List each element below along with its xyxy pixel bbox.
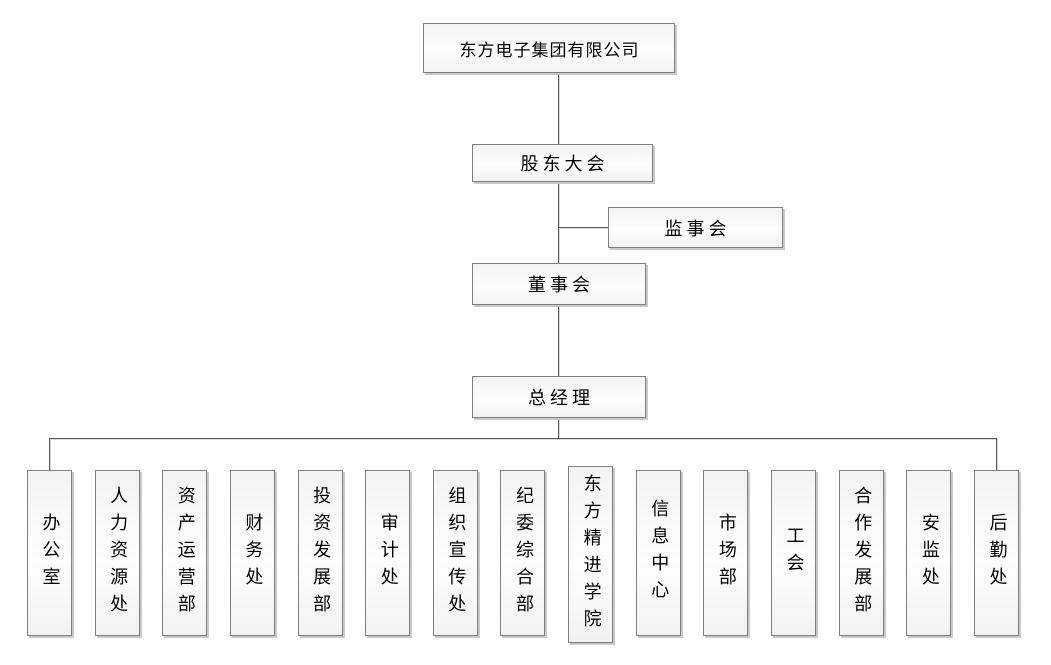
node-department-logistics: 后勤处: [973, 470, 1019, 636]
node-company: 东方电子集团有限公司: [423, 23, 675, 73]
department-label: 纪委综合部: [512, 485, 534, 621]
department-label: 办公室: [39, 512, 61, 594]
department-label: 信息中心: [648, 499, 670, 607]
node-department-information-center: 信息中心: [635, 470, 681, 636]
node-department-office: 办公室: [27, 470, 72, 636]
node-board-of-directors-label: 董事会: [528, 275, 594, 296]
node-department-safety-supervision: 安监处: [906, 470, 952, 636]
department-label: 人力资源处: [107, 485, 129, 621]
connector-gm-to-rail: [558, 418, 559, 438]
node-supervisory-board-label: 监事会: [664, 218, 731, 240]
node-shareholders-meeting-label: 股东大会: [520, 154, 609, 175]
node-department-organization-publicity: 组织宣传处: [432, 470, 478, 636]
node-department-finance: 财务处: [229, 470, 275, 636]
connector-board-to-gm: [558, 305, 559, 376]
node-department-cooperation-development: 合作发展部: [838, 470, 884, 636]
department-label: 投资发展部: [310, 485, 332, 621]
connector-branch-to-supervisory: [559, 227, 608, 228]
connector-company-to-shareholders: [558, 73, 559, 144]
node-department-discipline-inspection: 纪委综合部: [500, 470, 546, 636]
connector-rail-drop-left: [49, 438, 50, 470]
department-label: 财务处: [242, 512, 264, 594]
node-department-investment-development: 投资发展部: [297, 470, 343, 636]
node-board-of-directors: 董事会: [472, 263, 646, 305]
department-label: 合作发展部: [851, 485, 873, 621]
node-department-labor-union: 工会: [771, 470, 817, 636]
node-department-asset-operations: 资产运营部: [162, 470, 208, 636]
connector-department-rail: [49, 438, 997, 439]
node-general-manager-label: 总经理: [528, 388, 594, 409]
node-shareholders-meeting: 股东大会: [472, 144, 653, 182]
node-department-dongfang-academy: 东方精进学院: [568, 466, 614, 643]
connector-shareholders-to-board: [558, 182, 559, 263]
node-department-marketing: 市场部: [703, 470, 749, 636]
department-label: 后勤处: [986, 512, 1008, 594]
department-label: 东方精进学院: [580, 473, 602, 636]
node-supervisory-board: 监事会: [608, 207, 783, 248]
department-label: 资产运营部: [174, 485, 196, 621]
node-company-label: 东方电子集团有限公司: [459, 40, 640, 61]
node-department-audit: 审计处: [365, 470, 411, 636]
node-general-manager: 总经理: [472, 376, 646, 418]
department-label: 工会: [783, 526, 805, 580]
department-label: 组织宣传处: [445, 485, 467, 621]
department-label: 审计处: [377, 512, 399, 594]
node-department-human-resources: 人力资源处: [94, 470, 140, 636]
connector-rail-drop-right: [996, 438, 997, 470]
department-label: 市场部: [715, 512, 737, 594]
department-row: 办公室 人力资源处 资产运营部 财务处 投资发展部 审计处 组织宣传处 纪委综合…: [27, 466, 1019, 647]
department-label: 安监处: [918, 512, 940, 594]
